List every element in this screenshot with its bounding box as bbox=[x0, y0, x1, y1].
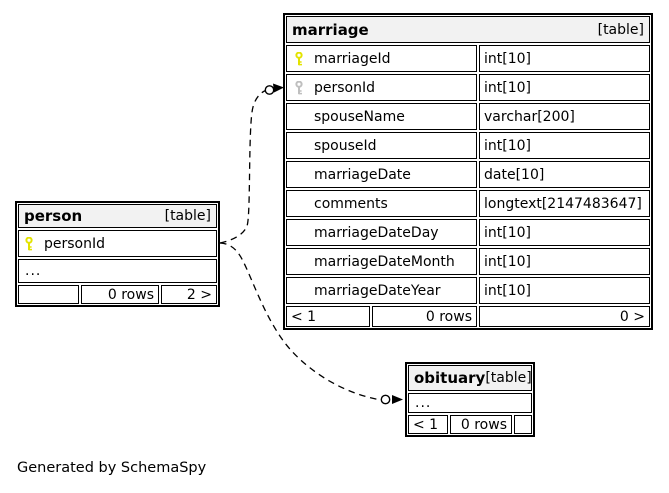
footer-degree-left: < 1 bbox=[408, 415, 448, 434]
primary-key-icon bbox=[25, 236, 33, 251]
table-footer-row: < 1 0 rows bbox=[408, 415, 532, 434]
column-type: int[10] bbox=[484, 224, 531, 241]
column-name: spouseName bbox=[314, 108, 405, 125]
column-type: date[10] bbox=[484, 166, 545, 183]
column-row-spouseId: spouseId int[10] bbox=[286, 132, 650, 159]
column-row-marriageDateDay: marriageDateDay int[10] bbox=[286, 219, 650, 246]
column-type-cell: date[10] bbox=[479, 161, 650, 188]
column-type: int[10] bbox=[484, 50, 531, 67]
primary-key-icon bbox=[295, 51, 303, 66]
column-type-cell: varchar[200] bbox=[479, 103, 650, 130]
relationship-circle-obituary-end bbox=[380, 394, 391, 405]
table-type-badge: [table] bbox=[597, 21, 644, 38]
column-name-cell: spouseName bbox=[286, 103, 477, 130]
column-type-cell: int[10] bbox=[479, 248, 650, 275]
footer-row-count: 0 rows bbox=[81, 285, 159, 304]
column-type: varchar[200] bbox=[484, 108, 575, 125]
elided-columns-row: ... bbox=[18, 259, 217, 283]
column-name: marriageDateDay bbox=[314, 224, 439, 241]
relationship-arrowhead-obituary bbox=[392, 395, 403, 404]
column-row-marriageDateMonth: marriageDateMonth int[10] bbox=[286, 248, 650, 275]
column-name-cell: personId bbox=[18, 230, 217, 257]
foreign-key-icon bbox=[295, 80, 303, 95]
table-node-person[interactable]: person [table] personId ... bbox=[15, 201, 220, 307]
elided-columns-cell: ... bbox=[408, 393, 532, 413]
column-type-cell: int[10] bbox=[479, 219, 650, 246]
column-name: personId bbox=[314, 79, 376, 96]
column-type: int[10] bbox=[484, 137, 531, 154]
footer-row-count: 0 rows bbox=[450, 415, 512, 434]
table-header-cell: person [table] bbox=[18, 204, 217, 228]
table-header-cell: marriage [table] bbox=[286, 16, 650, 43]
generated-by-label: Generated by SchemaSpy bbox=[17, 460, 207, 476]
column-name-cell: spouseId bbox=[286, 132, 477, 159]
relationship-circle-marriage-end bbox=[264, 85, 275, 95]
table-name-marriage[interactable]: marriage bbox=[292, 20, 369, 39]
footer-row-count: 0 rows bbox=[372, 306, 477, 327]
column-name: comments bbox=[314, 195, 388, 212]
elided-columns-cell: ... bbox=[18, 259, 217, 283]
column-type: int[10] bbox=[484, 282, 531, 299]
table-header-cell: obituary [table] bbox=[408, 365, 532, 391]
relationship-arrowhead-marriage bbox=[273, 83, 284, 93]
footer-degree-right bbox=[514, 415, 532, 434]
footer-degree-right: 2 > bbox=[161, 285, 217, 304]
column-row-spouseName: spouseName varchar[200] bbox=[286, 103, 650, 130]
column-type-cell: int[10] bbox=[479, 45, 650, 72]
footer-degree-left: < 1 bbox=[286, 306, 370, 327]
relationship-line-person-marriage bbox=[219, 89, 266, 244]
column-name-cell: personId bbox=[286, 74, 477, 101]
table-header-row: obituary [table] bbox=[408, 365, 532, 391]
table-node-marriage[interactable]: marriage [table] marriageId int[10] bbox=[283, 13, 653, 330]
column-name-cell: marriageId bbox=[286, 45, 477, 72]
column-row-marriageDateYear: marriageDateYear int[10] bbox=[286, 277, 650, 304]
table-node-obituary[interactable]: obituary [table] ... < 1 0 rows bbox=[405, 362, 535, 437]
column-name-cell: marriageDateMonth bbox=[286, 248, 477, 275]
column-name: marriageId bbox=[314, 50, 391, 67]
column-name-cell: marriageDateYear bbox=[286, 277, 477, 304]
table-footer-row: 0 rows 2 > bbox=[18, 285, 217, 304]
column-name-cell: marriageDate bbox=[286, 161, 477, 188]
table-header-row: marriage [table] bbox=[286, 16, 650, 43]
table-type-badge: [table] bbox=[164, 208, 211, 224]
column-name: personId bbox=[44, 235, 106, 252]
table-type-badge: [table] bbox=[485, 370, 532, 386]
column-name: marriageDateMonth bbox=[314, 253, 455, 270]
column-name: marriageDateYear bbox=[314, 282, 441, 299]
column-name: spouseId bbox=[314, 137, 377, 154]
footer-degree-left bbox=[18, 285, 79, 304]
table-header-row: person [table] bbox=[18, 204, 217, 228]
column-type-cell: int[10] bbox=[479, 74, 650, 101]
footer-degree-right: 0 > bbox=[479, 306, 650, 327]
elided-columns-row: ... bbox=[408, 393, 532, 413]
column-name: marriageDate bbox=[314, 166, 411, 183]
table-name-person[interactable]: person bbox=[24, 207, 83, 225]
column-row-marriageDate: marriageDate date[10] bbox=[286, 161, 650, 188]
column-type-cell: int[10] bbox=[479, 132, 650, 159]
column-name-cell: comments bbox=[286, 190, 477, 217]
column-name-cell: marriageDateDay bbox=[286, 219, 477, 246]
column-row-marriageId: marriageId int[10] bbox=[286, 45, 650, 72]
table-footer-row: < 1 0 rows 0 > bbox=[286, 306, 650, 327]
table-name-obituary[interactable]: obituary bbox=[414, 369, 486, 387]
relationship-line-person-obituary bbox=[219, 242, 379, 401]
column-type: longtext[2147483647] bbox=[484, 195, 642, 212]
column-type: int[10] bbox=[484, 79, 531, 96]
column-row-personId: personId bbox=[18, 230, 217, 257]
column-type: int[10] bbox=[484, 253, 531, 270]
column-row-personId: personId int[10] bbox=[286, 74, 650, 101]
column-type-cell: int[10] bbox=[479, 277, 650, 304]
column-row-comments: comments longtext[2147483647] bbox=[286, 190, 650, 217]
column-type-cell: longtext[2147483647] bbox=[479, 190, 650, 217]
